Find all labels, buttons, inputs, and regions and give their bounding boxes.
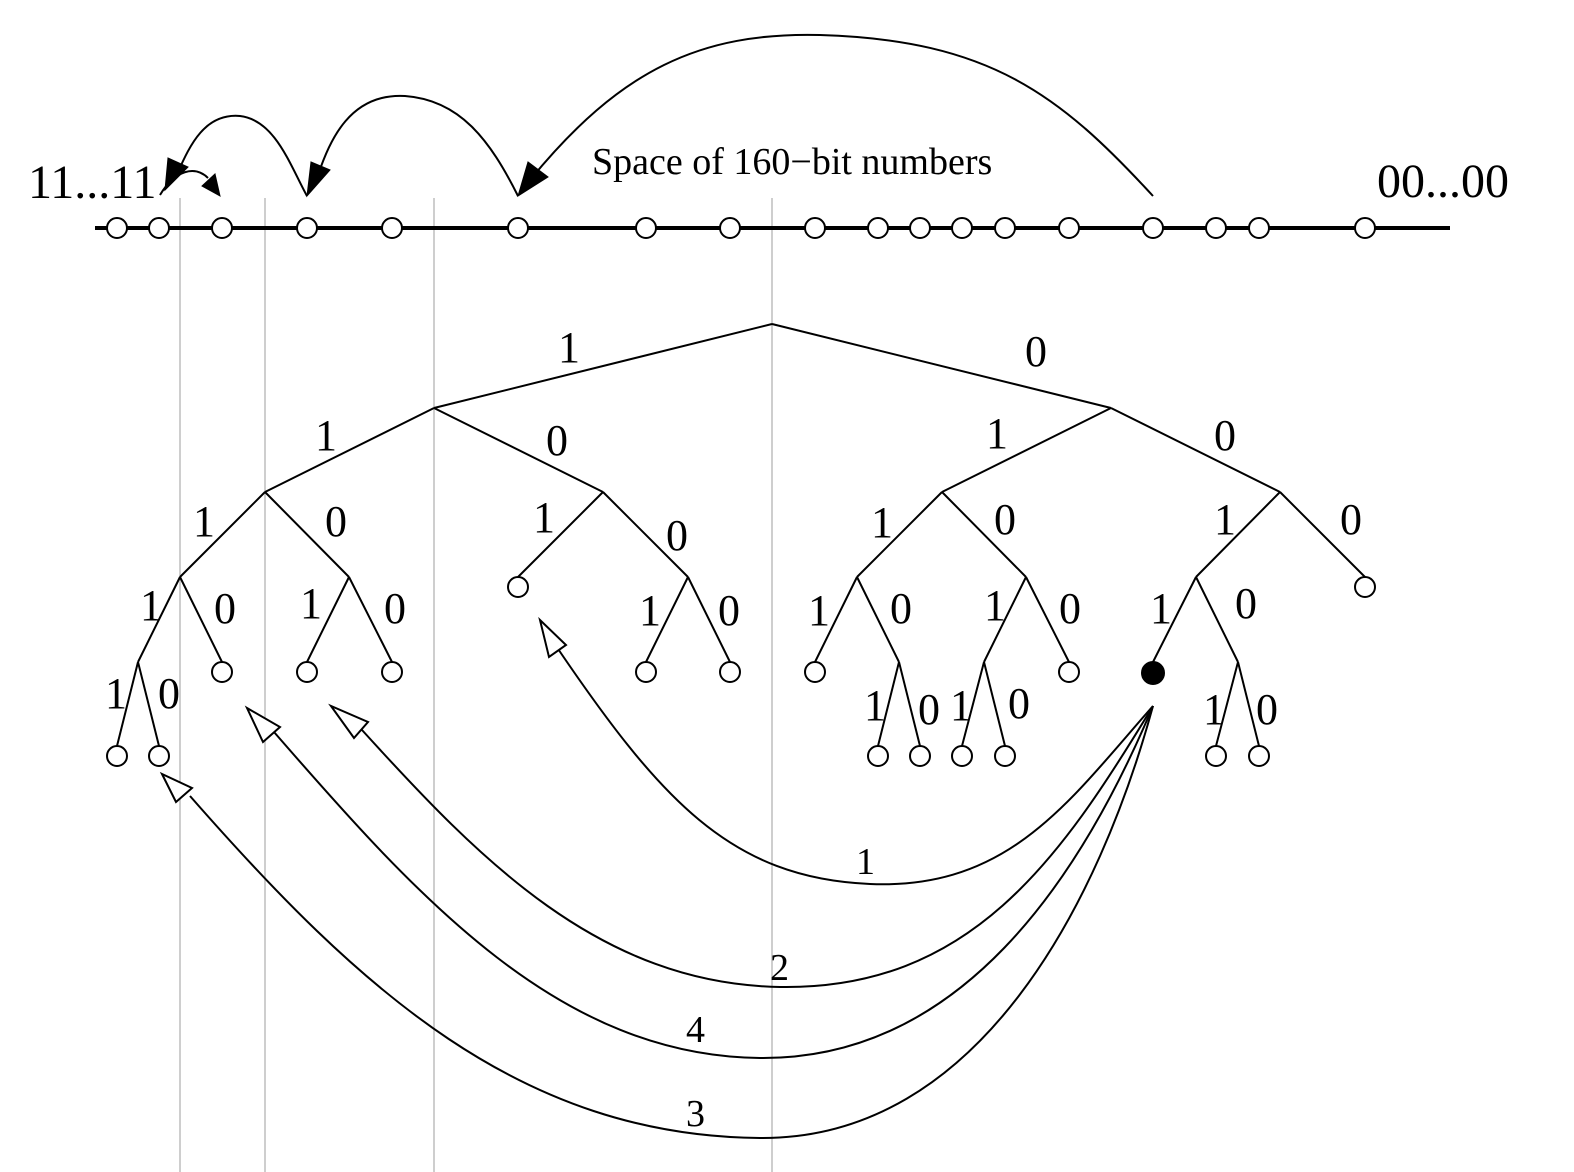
left-end-label: 11...11: [28, 156, 156, 209]
line-node: [507, 217, 529, 239]
edge-label-one: 1: [105, 669, 127, 718]
edge-label-zero: 0: [158, 669, 180, 718]
edge-labels: 1 0 1 0 1 0 1 0 1 0 1 0 1 0 1 0 1 0 1 0 …: [105, 323, 1362, 734]
line-node: [211, 217, 233, 239]
edge-label-zero: 0: [1256, 685, 1278, 734]
id-space-label: Space of 160−bit numbers: [592, 141, 992, 183]
edge-label-zero: 0: [1008, 679, 1030, 728]
tree-leaf: [381, 661, 403, 683]
tree-leaf: [994, 745, 1016, 767]
tree-leaf: [1205, 745, 1227, 767]
id-space-number-line: [95, 217, 1450, 239]
edge-label-one: 1: [1150, 584, 1172, 633]
edge-label-one: 1: [1214, 495, 1236, 544]
tree-leaf: [635, 661, 657, 683]
tree-leaf: [909, 745, 931, 767]
line-node: [635, 217, 657, 239]
tree-leaf: [211, 661, 233, 683]
line-node: [909, 217, 931, 239]
edge-label-zero: 0: [384, 584, 406, 633]
origin-node: [1141, 661, 1165, 685]
edge-label-zero: 0: [1059, 584, 1081, 633]
lookup-step-label: 3: [686, 1093, 705, 1135]
edge-label-zero: 0: [890, 584, 912, 633]
edge-label-zero: 0: [1235, 579, 1257, 628]
right-end-label: 00...00: [1377, 155, 1509, 208]
edge-label-one: 1: [871, 498, 893, 547]
lookup-arrows: [159, 616, 1154, 1140]
edge-label-one: 1: [984, 581, 1006, 630]
tree-leaf: [106, 745, 128, 767]
line-node: [1058, 217, 1080, 239]
hop-arrows: [159, 33, 1154, 198]
tree-leaf: [1248, 745, 1270, 767]
edge-label-one: 1: [808, 586, 830, 635]
tree-leaf: [804, 661, 826, 683]
edge-label-one: 1: [986, 409, 1008, 458]
line-node: [381, 217, 403, 239]
edge-label-one: 1: [950, 681, 972, 730]
edge-label-one: 1: [558, 323, 580, 372]
line-node: [1142, 217, 1164, 239]
line-node: [994, 217, 1016, 239]
lookup-step-label: 4: [686, 1009, 705, 1051]
edge-label-one: 1: [193, 497, 215, 546]
line-node: [1354, 217, 1376, 239]
edge-label-zero: 0: [994, 495, 1016, 544]
edge-label-zero: 0: [325, 497, 347, 546]
edge-label-one: 1: [639, 586, 661, 635]
edge-label-zero: 0: [1214, 411, 1236, 460]
line-node: [951, 217, 973, 239]
lookup-step-label: 2: [770, 947, 789, 989]
tree-leaf: [148, 745, 170, 767]
edge-label-one: 1: [864, 681, 886, 730]
line-node: [148, 217, 170, 239]
line-node: [867, 217, 889, 239]
edge-label-zero: 0: [1025, 327, 1047, 376]
edge-label-one: 1: [315, 411, 337, 460]
tree-leaf: [719, 661, 741, 683]
edge-label-zero: 0: [666, 511, 688, 560]
edge-label-zero: 0: [918, 685, 940, 734]
tree-leaf: [1058, 661, 1080, 683]
edge-label-one: 1: [300, 579, 322, 628]
lookup-step-label: 1: [856, 841, 875, 883]
bucket-boundary-lines: [179, 198, 773, 1172]
tree-leaf: [296, 661, 318, 683]
tree-leaf: [1354, 576, 1376, 598]
prefix-tree-edges: [116, 323, 1366, 747]
tree-leaf: [507, 576, 529, 598]
line-node: [1248, 217, 1270, 239]
line-node: [804, 217, 826, 239]
edge-label-zero: 0: [214, 584, 236, 633]
edge-label-one: 1: [533, 493, 555, 542]
edge-label-one: 1: [1203, 685, 1225, 734]
tree-leaf: [951, 745, 973, 767]
line-node: [719, 217, 741, 239]
line-node: [1205, 217, 1227, 239]
line-node: [106, 217, 128, 239]
tree-leaf: [867, 745, 889, 767]
line-node: [296, 217, 318, 239]
edge-label-zero: 0: [1340, 495, 1362, 544]
edge-label-zero: 0: [546, 416, 568, 465]
tree-leaves: [106, 576, 1376, 767]
edge-label-one: 1: [140, 581, 162, 630]
edge-label-zero: 0: [718, 586, 740, 635]
